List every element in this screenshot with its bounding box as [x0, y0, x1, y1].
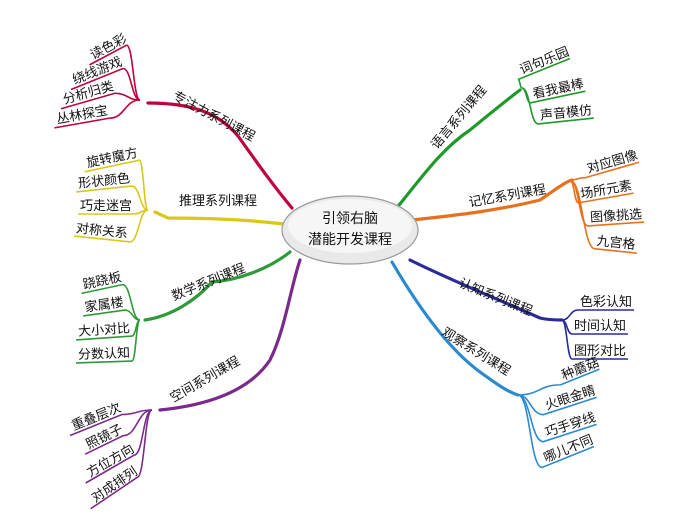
branch-line-observation [390, 260, 520, 397]
leaf-line-space-3 [90, 409, 153, 510]
leaf-line-cognition-0 [561, 309, 634, 321]
leaf-line-memory-3 [569, 179, 637, 254]
leaf-line-language-2 [521, 87, 594, 125]
leaf-topic-reasoning-0[interactable]: 旋转魔方 [85, 145, 139, 171]
branch-line-space [158, 258, 302, 412]
branch-line-reasoning [153, 210, 286, 226]
branch-line-memory [410, 178, 574, 222]
branch-topic-observation[interactable]: 观察系列课程 [439, 325, 513, 379]
leaf-line-math-3 [75, 319, 141, 364]
leaf-topic-language-2[interactable]: 声音模仿 [539, 102, 592, 123]
leaf-line-math-1 [83, 309, 141, 321]
leaf-line-space-1 [84, 409, 153, 455]
branch-topic-focus[interactable]: 专注力系列课程 [170, 89, 257, 145]
leaf-topic-language-0[interactable]: 词句乐园 [518, 45, 572, 78]
leaf-topic-language-1[interactable]: 看我最棒 [531, 76, 585, 102]
leaf-topic-reasoning-1[interactable]: 形状颜色 [77, 170, 130, 191]
leaf-topic-math-1[interactable]: 家属楼 [84, 294, 125, 315]
leaf-topic-reasoning-3[interactable]: 对称关系 [75, 221, 128, 241]
leaf-topic-math-2[interactable]: 大小对比 [78, 321, 131, 340]
leaf-topic-cognition-1[interactable]: 时间认知 [574, 318, 626, 334]
leaf-line-focus-1 [70, 67, 141, 101]
leaf-line-cognition-2 [561, 319, 628, 360]
leaf-line-focus-3 [54, 99, 141, 129]
branch-topic-language[interactable]: 语言系列课程 [428, 83, 490, 152]
leaf-line-reasoning-3 [74, 209, 149, 243]
branch-topic-space[interactable]: 空间系列课程 [168, 354, 243, 406]
central-topic-line2: 潜能开发课程 [308, 232, 392, 248]
leaf-line-language-0 [517, 57, 571, 89]
leaf-topic-reasoning-2[interactable]: 巧走迷宫 [80, 199, 132, 214]
leaf-line-observation-0 [517, 368, 600, 396]
leaf-topic-cognition-2[interactable]: 图形对比 [574, 344, 626, 359]
branch-line-focus [146, 101, 294, 210]
leaf-line-reasoning-0 [84, 159, 149, 211]
leaf-topic-observation-1[interactable]: 火眼金睛 [543, 382, 597, 413]
central-topic[interactable]: 引领右脑 潜能开发课程 [281, 195, 419, 265]
branch-line-cognition [408, 258, 564, 322]
leaf-topic-memory-0[interactable]: 对应图像 [585, 147, 639, 177]
branch-line-math [143, 250, 292, 322]
leaf-topic-cognition-0[interactable]: 色彩认知 [580, 294, 632, 310]
leaf-line-reasoning-1 [76, 185, 149, 211]
leaf-line-observation-3 [517, 394, 595, 469]
leaf-topic-memory-1[interactable]: 场所元素 [579, 179, 633, 203]
branch-topic-reasoning[interactable]: 推理系列课程 [179, 194, 257, 209]
leaf-topic-memory-2[interactable]: 图像挑选 [590, 207, 643, 226]
branch-line-language [393, 88, 522, 212]
leaf-topic-focus-3[interactable]: 丛林探宝 [55, 104, 109, 128]
leaf-topic-memory-3[interactable]: 九宫格 [596, 233, 636, 253]
leaf-topic-focus-2[interactable]: 分析归类 [61, 79, 115, 108]
leaf-topic-math-0[interactable]: 跷跷板 [81, 269, 122, 293]
leaf-topic-math-3[interactable]: 分数认知 [78, 345, 131, 363]
branch-topic-math[interactable]: 数学系列课程 [169, 260, 247, 304]
branch-topic-cognition[interactable]: 认知系列课程 [456, 275, 534, 319]
central-topic-line1: 引领右脑 [322, 211, 378, 227]
